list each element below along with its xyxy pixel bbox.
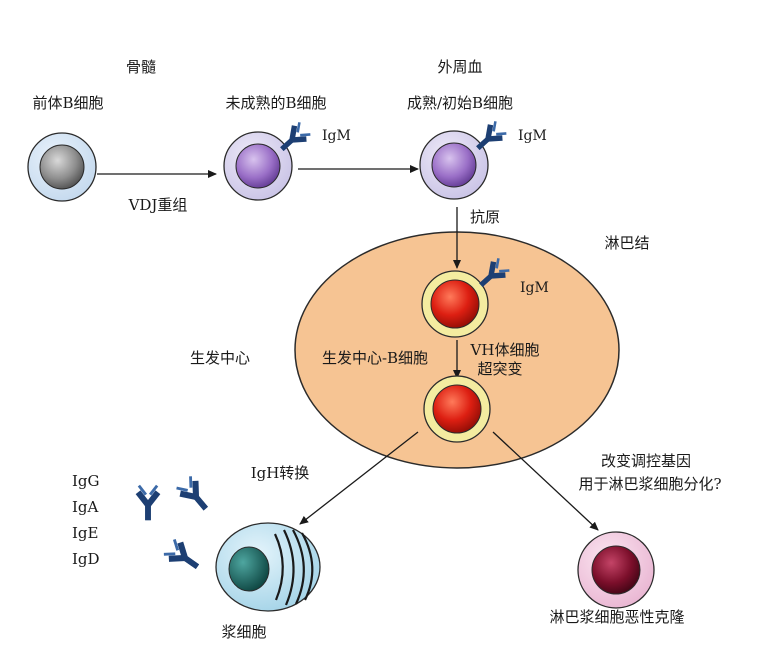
label-igm-immature: IgM — [322, 128, 351, 144]
arrow-to-malignant — [492, 431, 599, 531]
label-germinal-center: 生发中心 — [190, 349, 250, 367]
secreted-antibody-icon — [161, 536, 205, 577]
label-gc-b-cell: 生发中心-B细胞 — [322, 349, 428, 367]
label-bone-marrow: 骨髓 — [126, 58, 156, 76]
label-peripheral-blood: 外周血 — [437, 58, 482, 76]
label-igm-gc: IgM — [520, 280, 549, 296]
label-igd: IgD — [72, 550, 100, 568]
arrow-to-plasma — [299, 431, 419, 525]
label-hypermutation-line2: 超突变 — [477, 360, 522, 378]
germinal-center-b-cell — [421, 270, 489, 338]
label-igm-mature: IgM — [518, 128, 547, 144]
label-question-line1: 改变调控基因 — [601, 452, 691, 470]
malignant-lymphoplasmacytic-cell — [577, 531, 655, 609]
label-antigen: 抗原 — [470, 208, 500, 226]
label-vdj-recombination: VDJ重组 — [128, 196, 188, 214]
immature-b-cell — [223, 131, 293, 201]
secreted-antibody-icon — [173, 473, 216, 517]
label-ige: IgE — [72, 524, 98, 542]
label-pre-b-cell: 前体B细胞 — [32, 94, 103, 112]
label-question-line2: 用于淋巴浆细胞分化? — [578, 475, 721, 493]
label-igg: IgG — [72, 472, 100, 490]
mature-naive-b-cell — [419, 130, 489, 200]
label-class-switch: IgH转换 — [251, 464, 310, 482]
label-iga: IgA — [72, 498, 99, 516]
hypermutated-b-cell — [423, 375, 491, 443]
label-plasma-cell: 浆细胞 — [221, 623, 266, 641]
label-malignant-clone: 淋巴浆细胞恶性克隆 — [549, 608, 684, 626]
label-hypermutation-line1: VH体细胞 — [470, 341, 540, 359]
plasma-cell — [215, 522, 321, 612]
label-lymph-node: 淋巴结 — [604, 234, 649, 252]
label-immature-b-cell: 未成熟的B细胞 — [225, 94, 326, 112]
label-mature-naive-b-cell: 成熟/初始B细胞 — [407, 94, 513, 112]
pre-b-cell — [27, 132, 97, 202]
secreted-antibody-icon — [135, 484, 161, 521]
